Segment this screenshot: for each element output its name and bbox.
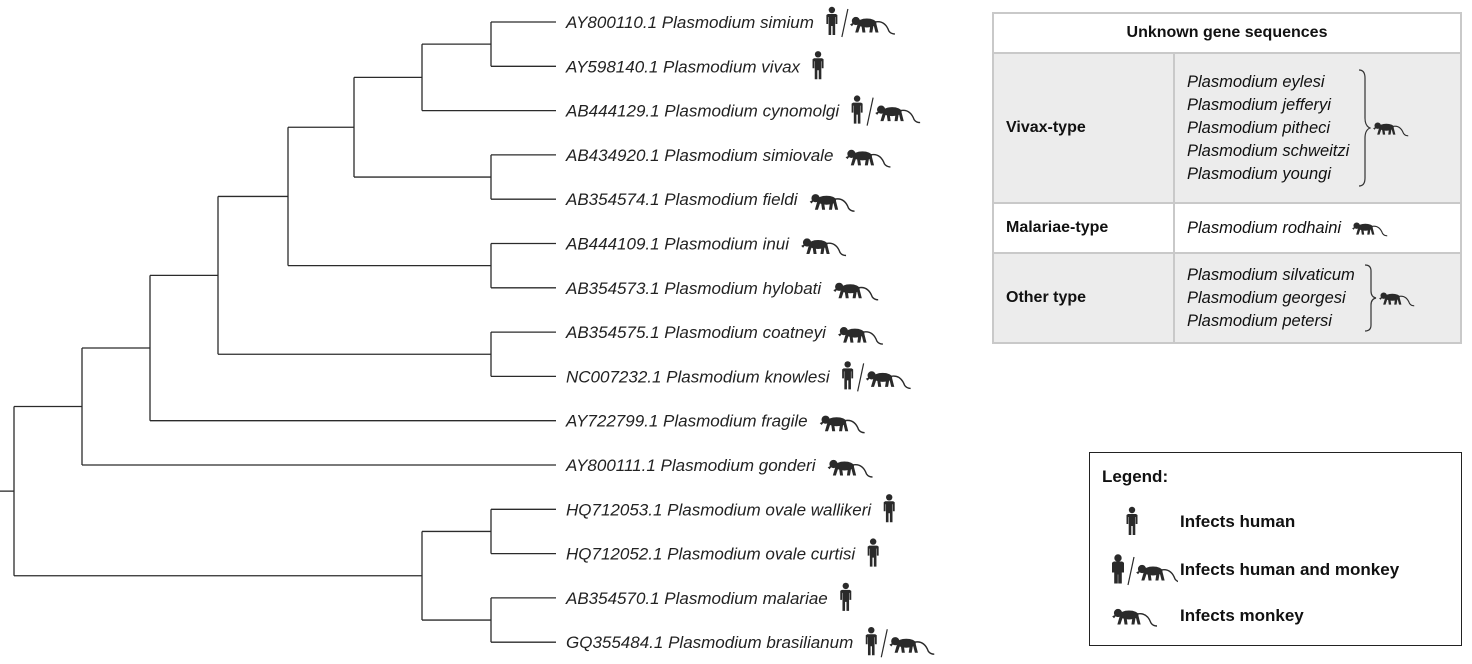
monkey-icon [1373,122,1410,137]
leaf-label: HQ712052.1 Plasmodium ovale curtisi [566,545,856,564]
leaf-label: AB354575.1 Plasmodium coatneyi [565,323,827,342]
legend-item-human: Infects human [1090,503,1461,543]
leaf-label: AY722799.1 Plasmodium fragile [565,412,808,431]
legend-label: Infects human [1180,512,1296,531]
legend-label: Infects human and monkey [1180,560,1400,579]
species-item: Plasmodium schweitzi [1187,141,1350,160]
legend-item-human-and-monkey: Infects human and monkey [1090,551,1461,591]
human-and-monkey-icon [842,361,912,392]
species-item: Plasmodium pitheci [1187,118,1331,137]
human-icon [883,494,895,523]
type-cell: Other type [992,252,1175,344]
human-icon [840,582,852,611]
legend-item-monkey: Infects monkey [1090,597,1461,637]
type-cell: Vivax-type [992,52,1175,204]
monkey-icon [1112,608,1158,627]
table-row: Vivax-type Plasmodium eylesi Plasmodium … [992,52,1462,204]
species-item: Plasmodium georgesi [1187,288,1346,307]
table-row: Other type Plasmodium silvaticum Plasmod… [992,252,1462,344]
human-icon [867,538,879,567]
leaf-label: GQ355484.1 Plasmodium brasilianum [566,633,853,652]
leaf-label: HQ712053.1 Plasmodium ovale wallikeri [566,500,872,519]
leaf-label: AB354574.1 Plasmodium fieldi [565,190,799,209]
legend-title: Legend: [1102,467,1169,486]
species-item: Plasmodium jefferyi [1187,95,1331,114]
monkey-icon [833,282,879,301]
brace-icon [1364,264,1376,332]
table-header: Unknown gene sequences [992,12,1462,54]
table-row: Malariae-type Plasmodium rodhaini [992,202,1462,254]
human-icon [1126,506,1138,535]
leaf-label: AB354573.1 Plasmodium hylobati [565,279,822,298]
leaf-label: AB444129.1 Plasmodium cynomolgi [565,102,840,121]
human-icon [812,51,824,80]
species-item: Plasmodium rodhaini [1187,218,1342,237]
monkey-icon [838,326,884,345]
human-and-monkey-icon [826,6,896,38]
monkey-icon [845,149,892,168]
species-item: Plasmodium petersi [1187,311,1332,330]
monkey-icon [801,238,847,257]
human-and-monkey-icon [851,95,921,126]
species-cell: Plasmodium rodhaini [1173,202,1462,254]
brace-icon [1359,69,1372,187]
species-item: Plasmodium silvaticum [1187,265,1355,284]
leaf-label: AY598140.1 Plasmodium vivax [565,57,801,76]
species-item: Plasmodium youngi [1187,164,1331,183]
monkey-icon [1379,292,1415,307]
human-and-monkey-icon [865,627,935,658]
leaf-label: AY800111.1 Plasmodium gonderi [565,456,817,475]
leaf-label: AB444109.1 Plasmodium inui [565,235,790,254]
type-cell: Malariae-type [992,202,1175,254]
leaf-label: NC007232.1 Plasmodium knowlesi [566,367,831,386]
unknown-gene-sequences-table: Unknown gene sequences Vivax-type Plasmo… [992,12,1462,344]
legend-label: Infects monkey [1180,606,1304,625]
monkey-icon [819,415,866,434]
leaf-label: AB354570.1 Plasmodium malariae [565,589,828,608]
monkey-icon [827,459,874,478]
species-cell: Plasmodium silvaticum Plasmodium georges… [1173,252,1462,344]
species-item: Plasmodium eylesi [1187,72,1325,91]
leaf-label: AY800110.1 Plasmodium simium [565,13,814,32]
monkey-icon [1351,222,1388,237]
human-and-monkey-icon [1112,554,1178,586]
legend-box: Legend: Infects human Infects human and … [1089,452,1462,646]
species-cell: Plasmodium eylesi Plasmodium jefferyi Pl… [1173,52,1462,204]
leaf-label: AB434920.1 Plasmodium simiovale [565,146,833,165]
monkey-icon [809,193,856,212]
